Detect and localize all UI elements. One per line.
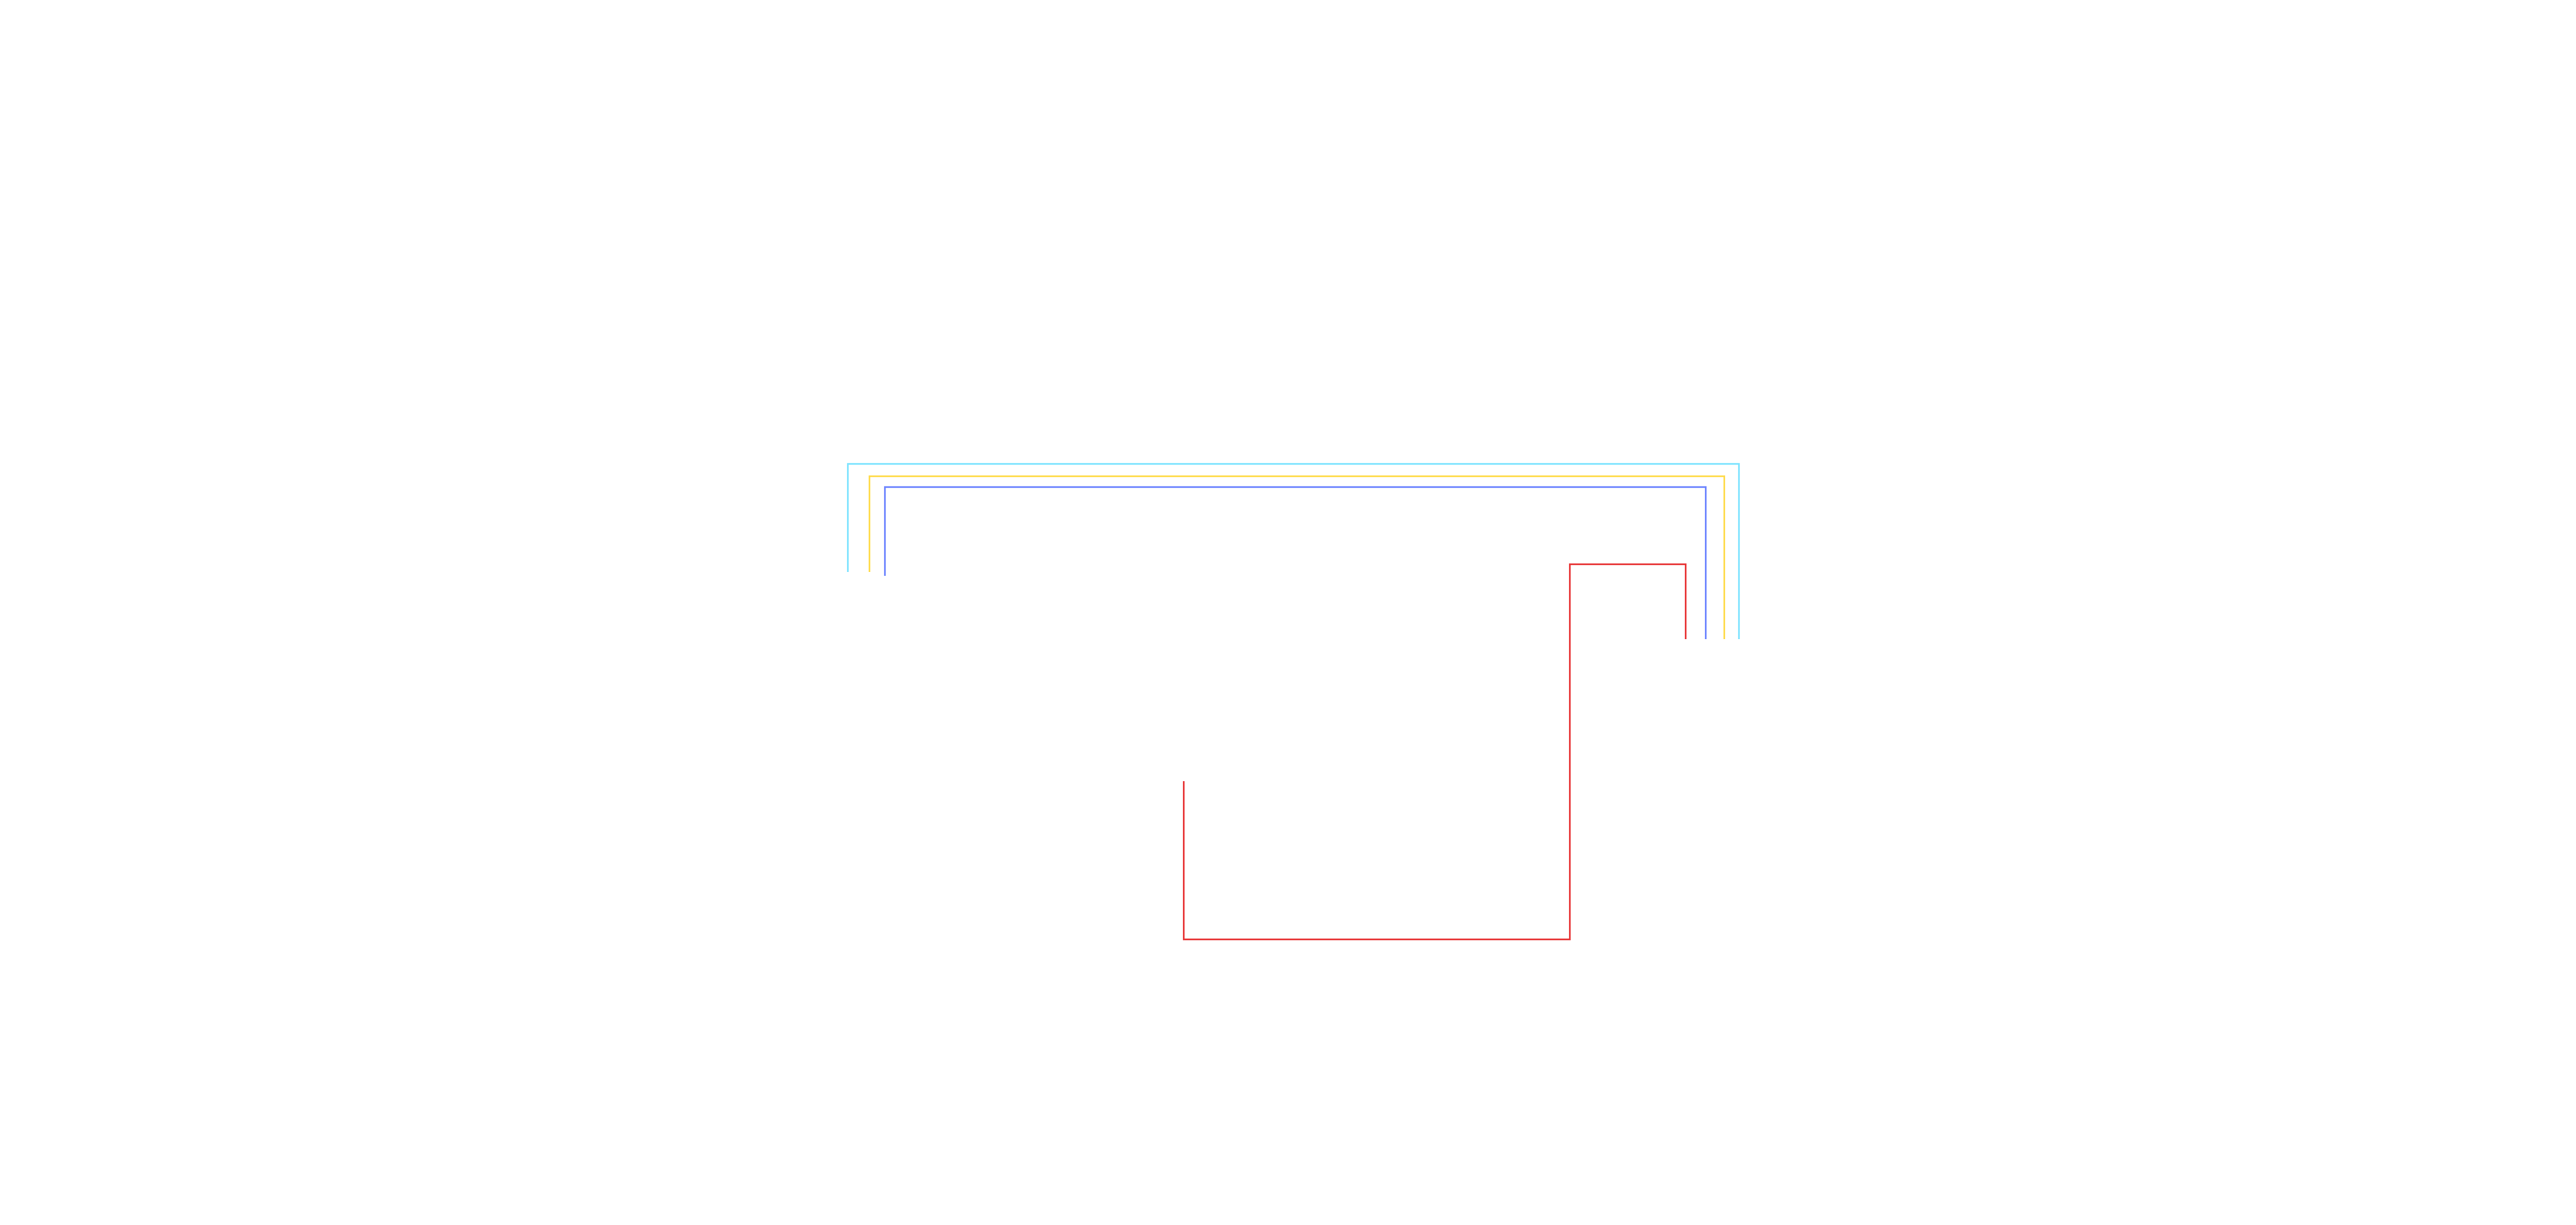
cyan-connector[interactable]: [846, 462, 1740, 639]
red-connector[interactable]: [1182, 563, 1687, 941]
blue-connector[interactable]: [883, 486, 1707, 639]
yellow-connector[interactable]: [868, 475, 1726, 639]
